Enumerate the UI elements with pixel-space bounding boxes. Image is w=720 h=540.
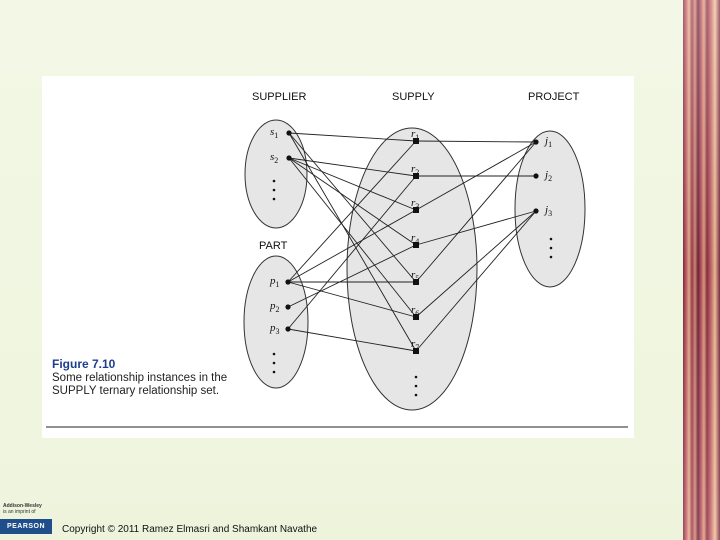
project-label-j2: j2 bbox=[543, 169, 552, 183]
publisher-imprint: is an imprint of bbox=[3, 509, 36, 515]
edge-p1-r3 bbox=[287, 209, 417, 283]
part-node-p3 bbox=[285, 326, 291, 332]
edge-r5-j1 bbox=[415, 141, 537, 283]
figure-caption-title: Figure 7.10 bbox=[52, 357, 116, 371]
publisher-text: Addison-Wesley is an imprint of bbox=[3, 503, 55, 515]
edge-s2-r4 bbox=[288, 157, 417, 246]
supply-ellipsis-dot-2 bbox=[414, 384, 418, 388]
relationship-node-r4 bbox=[413, 242, 419, 248]
part-title: PART bbox=[259, 240, 288, 252]
edge-s1-r1 bbox=[288, 132, 417, 142]
supplier-label-s2: s2 bbox=[270, 151, 278, 165]
supplier-ellipsis-dot-1 bbox=[272, 179, 276, 183]
part-node-p1 bbox=[285, 279, 291, 285]
relationship-node-r5 bbox=[413, 279, 419, 285]
supplier-label-s1: s1 bbox=[270, 126, 278, 140]
project-label-j1: j1 bbox=[543, 135, 552, 149]
project-label-j3: j3 bbox=[543, 204, 552, 218]
relationship-node-r6 bbox=[413, 314, 419, 320]
copyright-text: Copyright © 2011 Ramez Elmasri and Shamk… bbox=[62, 524, 318, 535]
project-ellipsis-dot-3 bbox=[549, 255, 553, 259]
pearson-logo: PEARSON bbox=[0, 519, 52, 534]
relationship-node-r7 bbox=[413, 348, 419, 354]
part-ellipsis-dot-2 bbox=[272, 361, 276, 365]
relationship-label-r3: r3 bbox=[411, 197, 419, 211]
project-node-j3 bbox=[533, 208, 539, 214]
edge-p1-r6 bbox=[287, 281, 417, 318]
supplier-title: SUPPLIER bbox=[252, 91, 306, 103]
decorative-stripe-shade bbox=[683, 0, 720, 540]
project-ellipsis-dot-1 bbox=[549, 237, 553, 241]
supply-relationship-set bbox=[346, 127, 478, 411]
project-title: PROJECT bbox=[528, 91, 580, 103]
project-ellipsis-dot-2 bbox=[549, 246, 553, 250]
part-ellipsis-dot-3 bbox=[272, 370, 276, 374]
supplier-ellipsis-dot-3 bbox=[272, 197, 276, 201]
part-label-p3: p3 bbox=[269, 322, 280, 336]
edge-p3-r7 bbox=[287, 328, 417, 352]
part-node-p2 bbox=[285, 304, 291, 310]
relationship-edges bbox=[287, 132, 537, 352]
supply-title: SUPPLY bbox=[392, 91, 435, 103]
continuation-dots bbox=[272, 179, 553, 397]
edge-p1-r1 bbox=[287, 140, 417, 283]
supplier-node-s1 bbox=[286, 130, 292, 136]
supplier-ellipsis-dot-2 bbox=[272, 188, 276, 192]
edge-p2-r4 bbox=[287, 244, 417, 308]
figure-caption-text: Some relationship instances in the SUPPL… bbox=[52, 371, 228, 398]
supply-ellipsis-dot-3 bbox=[414, 393, 418, 397]
edge-s2-r6 bbox=[288, 157, 417, 318]
relationship-label-r6: r6 bbox=[411, 304, 419, 318]
relationship-label-r7: r7 bbox=[411, 338, 419, 352]
supplier-entity-set bbox=[244, 119, 308, 229]
edge-s1-r7 bbox=[288, 132, 417, 352]
supplier-node-s2 bbox=[286, 155, 292, 161]
relationship-node-r1 bbox=[413, 138, 419, 144]
decorative-side-stripe bbox=[683, 0, 720, 540]
edge-s1-r5 bbox=[288, 132, 417, 283]
publisher-name: Addison-Wesley bbox=[3, 503, 42, 509]
project-node-j1 bbox=[533, 139, 539, 145]
edge-r1-j1 bbox=[415, 140, 537, 143]
part-entity-set bbox=[243, 255, 309, 389]
relationship-label-r5: r5 bbox=[411, 269, 419, 283]
instance-nodes: s1 s2 p1 p2 p3 j1 j2 j3 r1 r2 r3 r4 r5 r6 r7 bbox=[269, 126, 552, 354]
relationship-label-r1: r1 bbox=[411, 128, 419, 142]
part-label-p2: p2 bbox=[269, 300, 280, 314]
edge-s2-r3 bbox=[288, 157, 417, 211]
relationship-label-r4: r4 bbox=[411, 232, 419, 246]
edge-r4-j3 bbox=[415, 210, 537, 246]
relationship-node-r3 bbox=[413, 207, 419, 213]
relationship-label-r2: r2 bbox=[411, 163, 419, 177]
supply-ellipsis-dot-1 bbox=[414, 375, 418, 379]
relationship-node-r2 bbox=[413, 173, 419, 179]
figure-caption: Figure 7.10 Some relationship instances … bbox=[52, 357, 232, 399]
project-node-j2 bbox=[533, 173, 539, 179]
edge-r6-j3 bbox=[415, 210, 537, 318]
edge-r7-j3 bbox=[415, 210, 537, 352]
edge-s2-r2 bbox=[288, 157, 417, 177]
part-label-p1: p1 bbox=[269, 275, 280, 289]
edge-r3-j1 bbox=[415, 141, 537, 211]
part-ellipsis-dot-1 bbox=[272, 352, 276, 356]
project-entity-set bbox=[514, 130, 586, 288]
